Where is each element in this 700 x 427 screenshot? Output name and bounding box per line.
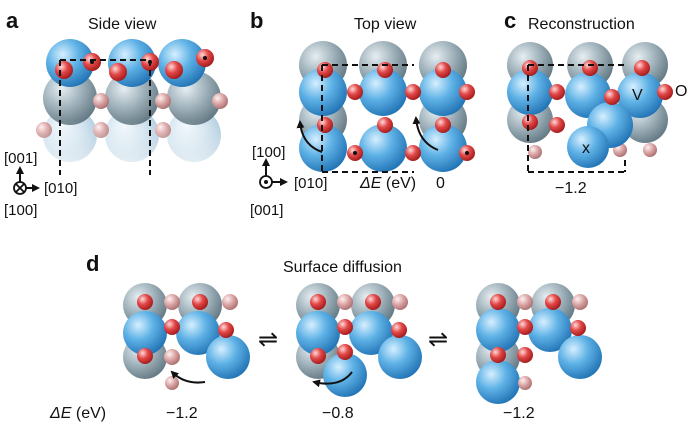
unit-cell-outline: [321, 64, 414, 173]
panel-d-title: Surface diffusion: [283, 259, 402, 276]
panel-d: d Surface diffusion ⇌: [49, 251, 602, 422]
vacancy-label: x: [582, 140, 590, 157]
unit-cell-outline: [59, 59, 151, 175]
axis-label-001: [001]: [4, 150, 37, 167]
panel-b: b Top view: [250, 8, 475, 219]
diffusion-state-1: [123, 283, 250, 390]
rotation-arrow-icon: [312, 371, 353, 388]
panel-label-b: b: [250, 8, 263, 33]
rotation-arrow-icon: [296, 116, 439, 153]
rotation-arrow-icon: [170, 370, 206, 384]
axis-label-010: [010]: [44, 180, 77, 197]
axis-label-001: [001]: [250, 202, 283, 219]
surface-o-atoms: [522, 60, 673, 133]
equilibrium-arrows-icon: ⇌: [258, 326, 278, 353]
vanadium-label: V: [632, 87, 643, 104]
panel-a: a Side view: [4, 8, 240, 219]
panel-b-title: Top view: [354, 16, 417, 33]
energy-axis-label: ΔE (eV): [49, 405, 106, 422]
cross-in-circle-icon: [13, 181, 27, 195]
unit-cell-outline: [527, 64, 626, 173]
diffusion-state-2: [296, 283, 422, 397]
energy-value-reconstruction: −1.2: [555, 180, 587, 197]
panel-label-d: d: [86, 251, 99, 276]
panel-label-a: a: [6, 8, 19, 33]
panel-c: c Reconstruction: [504, 8, 687, 197]
axis-label-100: [100]: [4, 202, 37, 219]
surface-v-atoms: [507, 69, 663, 168]
axis-label-100: [100]: [252, 144, 285, 161]
energy-value-top-view: 0: [436, 175, 445, 192]
panel-a-title: Side view: [88, 16, 157, 33]
diffusion-state-3: [476, 283, 602, 404]
axis-indicator-a: [001] [010] [100]: [4, 150, 77, 219]
energy-axis-label: ΔE (eV): [359, 175, 416, 192]
panel-c-title: Reconstruction: [528, 16, 635, 33]
axis-label-010: [010]: [294, 175, 327, 192]
panel-label-c: c: [504, 8, 516, 33]
surface-layer-atoms: [46, 39, 214, 87]
dot-in-circle-icon: [259, 175, 273, 189]
oxygen-label: O: [675, 83, 687, 100]
energy-value-state-1: −1.2: [166, 405, 198, 422]
axis-indicator-b: [100] [010] [001]: [250, 144, 327, 219]
energy-value-state-3: −1.2: [503, 405, 535, 422]
energy-value-state-2: −0.8: [322, 405, 354, 422]
surface-o-atoms: [317, 62, 475, 161]
equilibrium-arrows-icon: ⇌: [428, 326, 448, 353]
